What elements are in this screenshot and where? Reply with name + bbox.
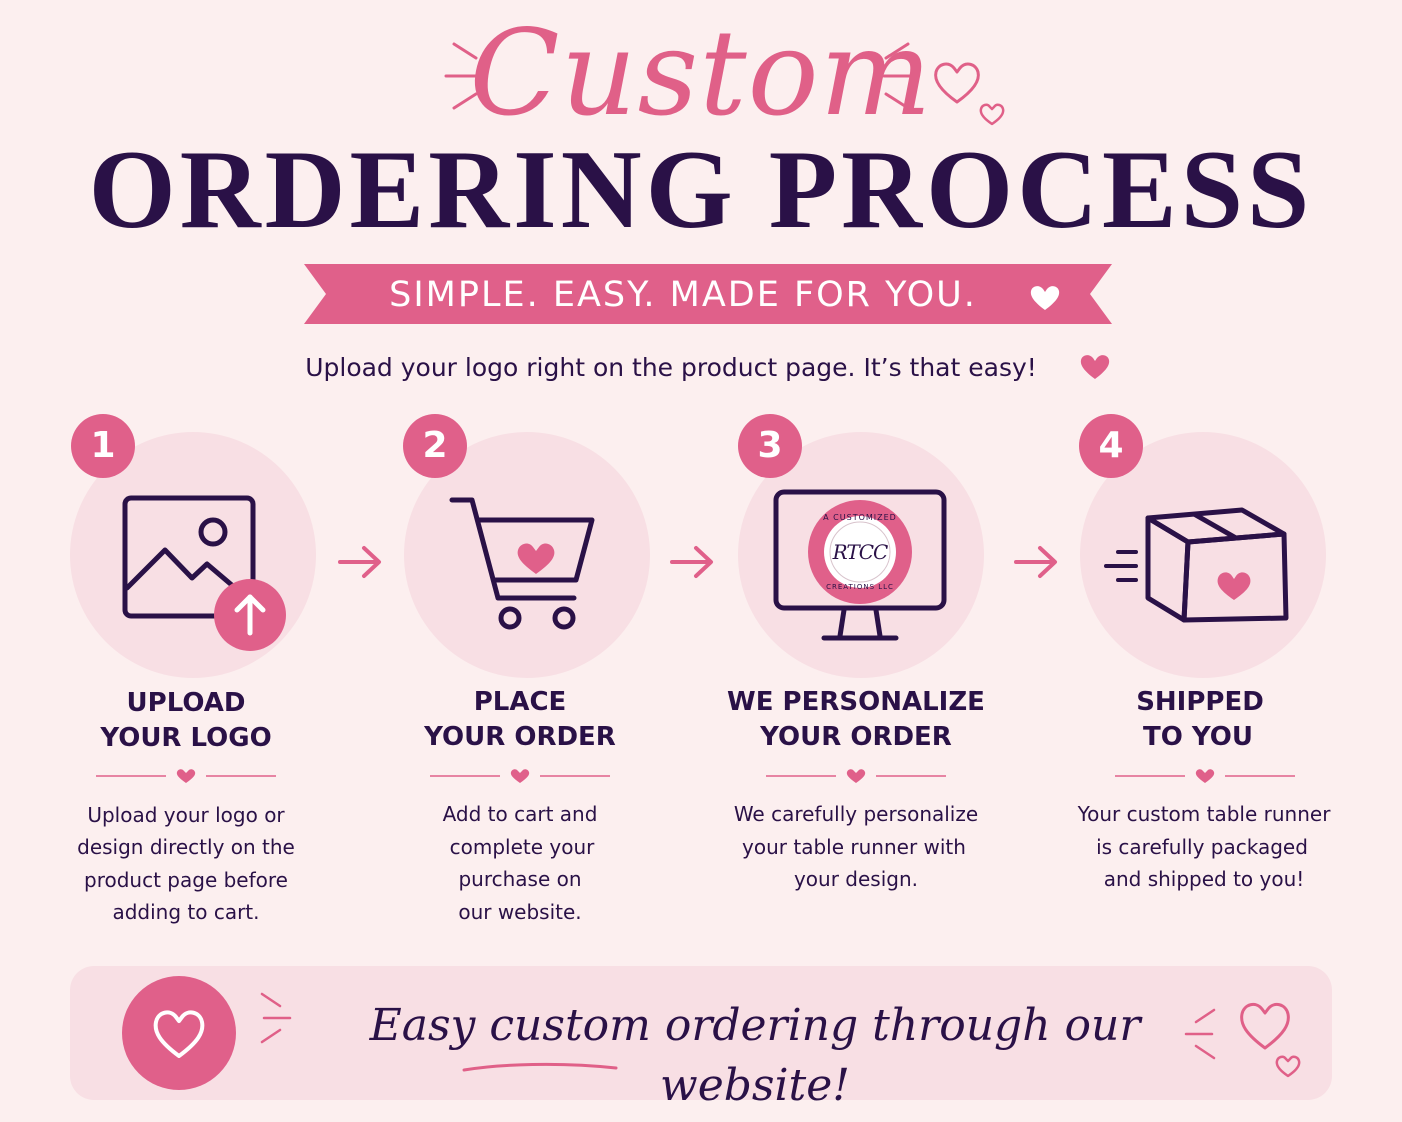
- heart-outline-small-icon: [979, 103, 1005, 126]
- step-1-title-line1: UPLOAD: [126, 688, 246, 718]
- tagline-text: SIMPLE. EASY. MADE FOR YOU.: [389, 275, 977, 315]
- page-title: ORDERING PROCESS: [88, 128, 1314, 252]
- step-4-title-line2: TO YOU: [1142, 722, 1253, 752]
- step-1-desc-line3: product page before: [84, 868, 288, 892]
- step-2-title-line1: PLACE: [473, 687, 567, 717]
- shipping-box-icon: [1104, 507, 1289, 623]
- logo-ring-bottom-text: CREATIONS LLC: [826, 583, 894, 591]
- step-1-number: 1: [71, 414, 135, 478]
- step-3-title-line2: YOUR ORDER: [760, 722, 952, 752]
- step-2-number: 2: [403, 414, 467, 478]
- step-2-desc-line1: Add to cart and: [442, 802, 598, 826]
- step-2-desc-line2: complete your: [449, 835, 595, 859]
- footer-text: Easy custom ordering through our website…: [369, 1000, 1141, 1111]
- step-3-divider: [766, 769, 946, 783]
- arrow-right-icon-1: [338, 546, 381, 578]
- monitor-icon: [773, 489, 947, 641]
- step-3-number: 3: [738, 414, 802, 478]
- step-1-desc-line1: Upload your logo or: [87, 803, 285, 827]
- footer-heart-icon: [153, 1010, 205, 1058]
- step-2-desc-line4: our website.: [458, 900, 582, 924]
- script-title: Custom: [469, 4, 933, 142]
- step-4-desc-line2: is carefully packaged: [1096, 835, 1308, 859]
- footer-banner: [70, 966, 1332, 1100]
- arrow-right-icon-3: [1014, 546, 1057, 578]
- footer-underline: [462, 1062, 618, 1072]
- intro-text: Upload your logo right on the product pa…: [305, 353, 1037, 382]
- arrow-right-icon-2: [670, 546, 713, 578]
- step-1-title-line2: YOUR LOGO: [100, 723, 272, 753]
- step-2-divider: [430, 769, 610, 783]
- sparkle-lines-left-icon: [444, 42, 480, 110]
- image-upload-icon: [122, 495, 286, 651]
- tagline-ribbon: SIMPLE. EASY. MADE FOR YOU.: [304, 264, 1112, 324]
- subtitle-heart-icon: [1080, 355, 1110, 379]
- step-4-divider: [1115, 769, 1295, 783]
- step-3-desc-line3: your design.: [793, 867, 919, 891]
- footer-sparkle-left-icon: [260, 992, 292, 1044]
- step-3-desc-line2: your table runner with: [742, 835, 966, 859]
- step-3-title-line1: WE PERSONALIZE: [727, 687, 985, 717]
- shopping-cart-icon: [449, 497, 595, 630]
- step-3-desc-line1: We carefully personalize: [733, 802, 979, 826]
- footer-heart-outline-large-icon: [1240, 1002, 1290, 1050]
- step-2-title-line2: YOUR ORDER: [424, 722, 616, 752]
- footer-sparkle-right-icon: [1184, 1008, 1216, 1060]
- step-1-desc-line2: design directly on the: [77, 835, 295, 859]
- step-4-number: 4: [1079, 414, 1143, 478]
- step-1-desc-line4: adding to cart.: [112, 900, 260, 924]
- step-1-divider: [96, 769, 276, 783]
- ribbon-shape: [304, 264, 1112, 324]
- logo-center: [824, 516, 896, 588]
- logo-center-text: RTCC: [832, 540, 889, 564]
- heart-outline-large-icon: [934, 62, 980, 104]
- ribbon-heart-icon: [1030, 286, 1060, 310]
- footer-heart-badge: [122, 976, 236, 1090]
- step-4-desc-line3: and shipped to you!: [1103, 867, 1305, 891]
- logo-ring-top-text: A CUSTOMIZED: [823, 513, 897, 522]
- step-4-desc-line1: Your custom table runner: [1077, 802, 1331, 826]
- step-4-title-line1: SHIPPED: [1136, 687, 1264, 717]
- footer-heart-outline-small-icon: [1275, 1055, 1301, 1078]
- sparkle-lines-right-icon: [882, 42, 918, 110]
- step-2-desc-line3: purchase on: [458, 867, 582, 891]
